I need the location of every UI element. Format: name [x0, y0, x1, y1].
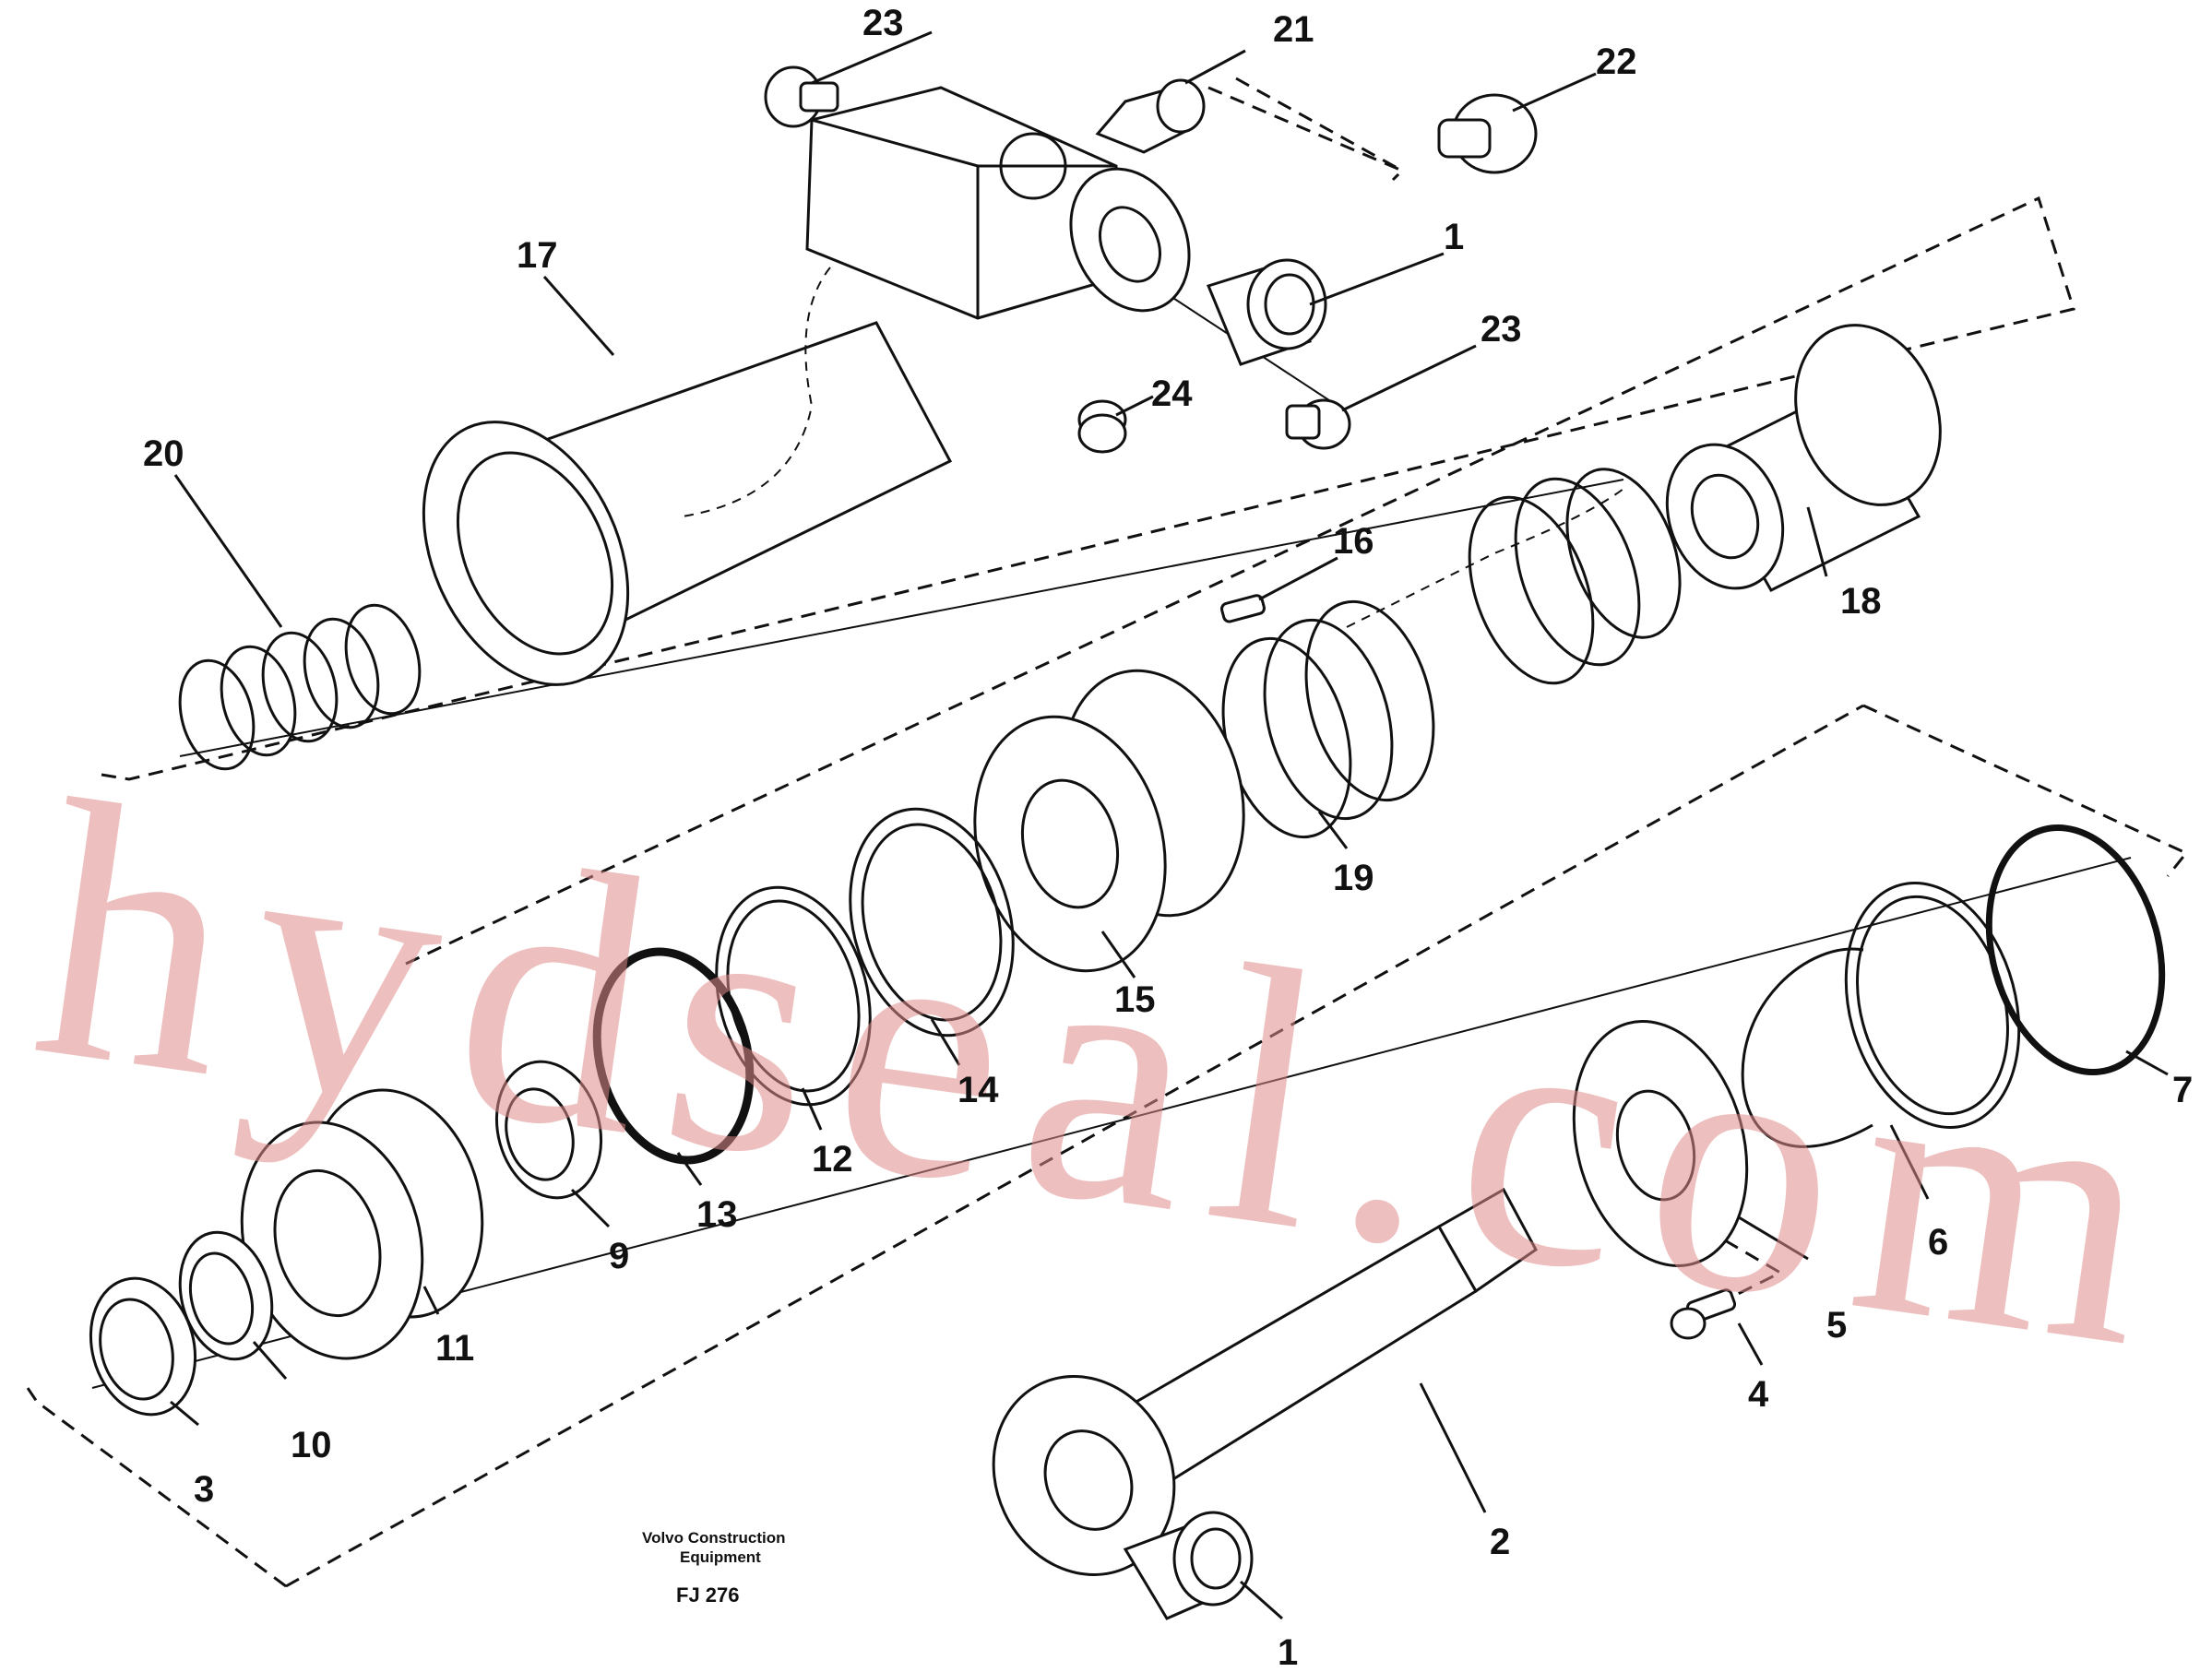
- seal-10: [178, 1230, 274, 1361]
- set-screw-16: [1220, 594, 1266, 623]
- callout-11: 11: [435, 1328, 474, 1369]
- callout-24: 24: [1151, 374, 1193, 414]
- callout-labels: 23 21 22 17 1 23 24 20 16 18 19 15 14 12…: [143, 3, 2193, 1672]
- bellows-boot: [1346, 468, 1682, 685]
- callout-9: 9: [609, 1236, 629, 1276]
- bolt-4: [1670, 1288, 1737, 1340]
- callout-18: 18: [1840, 581, 1882, 622]
- callout-12: 12: [812, 1139, 853, 1180]
- credit-line-1: Volvo Construction: [642, 1529, 786, 1547]
- plug-22: [1437, 93, 1538, 174]
- callout-13: 13: [696, 1194, 738, 1235]
- callout-4: 4: [1748, 1374, 1769, 1415]
- o-ring-13: [592, 947, 755, 1165]
- ring-6: [1844, 882, 2021, 1129]
- callout-23-top: 23: [862, 3, 904, 43]
- piston-15: [973, 669, 1245, 973]
- piston-rod-2: [992, 1187, 1538, 1576]
- o-ring-7: [1985, 824, 2166, 1075]
- ring-14: [849, 807, 1015, 1038]
- leader-lines: [170, 30, 2169, 1620]
- figure-code: FJ 276: [676, 1583, 740, 1607]
- credit-block: Volvo Construction Equipment FJ 276: [642, 1529, 786, 1607]
- bushing-1-top: [1206, 258, 1327, 366]
- callout-20: 20: [143, 433, 184, 474]
- bushing-1-bottom: [1123, 1511, 1254, 1620]
- wiper-3: [89, 1276, 197, 1417]
- assembly-frame-lower: [26, 704, 2189, 1588]
- cylinder-head-11: [240, 1088, 484, 1360]
- callout-19: 19: [1333, 858, 1374, 898]
- plug-24: [1077, 399, 1127, 454]
- valve-21: [1095, 78, 1206, 154]
- spring-20: [178, 603, 422, 771]
- callout-14: 14: [957, 1070, 999, 1110]
- bushing-9: [494, 1060, 603, 1200]
- callout-15: 15: [1114, 979, 1156, 1020]
- snap-ring-5: [1741, 947, 1873, 1148]
- callout-10: 10: [291, 1425, 332, 1465]
- frame-bracket-4: [1724, 1239, 1784, 1302]
- callout-16: 16: [1333, 521, 1374, 562]
- callout-23-side: 23: [1481, 309, 1522, 350]
- sleeve-18: [1665, 324, 1942, 592]
- callout-17: 17: [517, 235, 558, 276]
- cover-plate-5: [1572, 1020, 1749, 1267]
- callout-5: 5: [1826, 1305, 1847, 1346]
- callout-2: 2: [1490, 1522, 1510, 1562]
- cylinder-tube-17: [422, 86, 1191, 686]
- callout-3: 3: [194, 1469, 214, 1510]
- callout-1-bottom: 1: [1278, 1632, 1298, 1672]
- callout-7: 7: [2172, 1070, 2193, 1110]
- callout-6: 6: [1928, 1222, 1948, 1263]
- plug-23-top: [764, 65, 839, 128]
- callout-22: 22: [1596, 42, 1637, 82]
- credit-line-2: Equipment: [680, 1548, 761, 1566]
- assembly-frame-upper: [101, 86, 2075, 966]
- plug-23-side: [1285, 398, 1351, 450]
- callout-1-top: 1: [1444, 217, 1464, 257]
- callout-21: 21: [1273, 9, 1314, 50]
